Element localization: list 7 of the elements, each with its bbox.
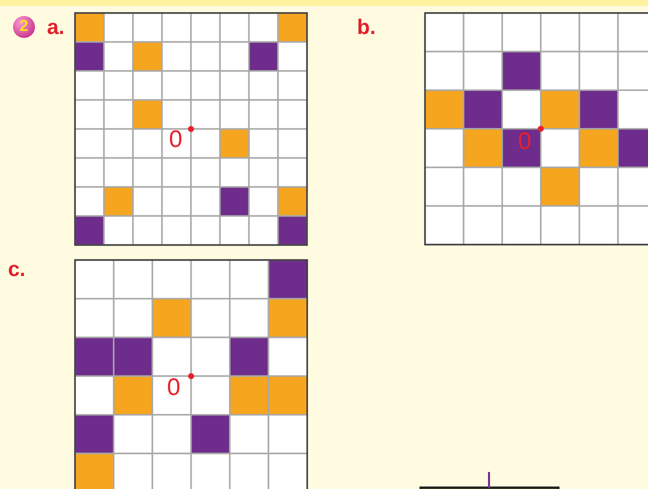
number-badge: 2 <box>13 16 35 38</box>
part-label: b. <box>357 17 376 38</box>
origin-label: 0 <box>518 130 532 154</box>
origin-label: 0 <box>167 376 180 400</box>
origin-label: 0 <box>169 128 182 152</box>
part-label: c. <box>8 259 26 280</box>
part-label: a. <box>47 17 65 38</box>
